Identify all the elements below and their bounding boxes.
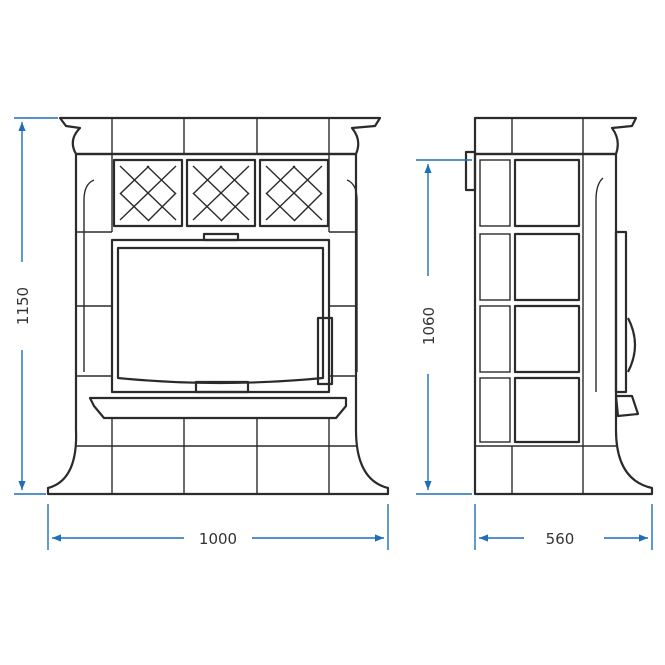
front-height-label: 1150 bbox=[14, 287, 32, 325]
front-crown bbox=[58, 116, 382, 156]
flue-collar bbox=[464, 150, 477, 192]
front-width-label: 1000 bbox=[199, 530, 237, 548]
side-view bbox=[464, 116, 654, 496]
dimension-front-width: 1000 bbox=[47, 504, 389, 550]
dimension-side-height: 1060 bbox=[416, 159, 472, 495]
lattice-panel-left bbox=[112, 158, 184, 228]
side-body bbox=[473, 152, 654, 496]
side-door-profile bbox=[614, 230, 628, 394]
side-depth-label: 560 bbox=[546, 530, 575, 548]
dimension-side-depth: 560 bbox=[474, 504, 653, 550]
door-handle bbox=[316, 316, 334, 386]
fire-door bbox=[110, 238, 334, 394]
lattice-panel-right bbox=[258, 158, 330, 228]
lattice-panel-center bbox=[185, 158, 257, 228]
dimension-front-height: 1150 bbox=[14, 117, 58, 495]
front-body bbox=[46, 152, 390, 496]
ash-ledge bbox=[88, 396, 348, 420]
side-height-label: 1060 bbox=[420, 307, 438, 345]
front-view bbox=[46, 116, 390, 496]
side-crown bbox=[473, 116, 638, 156]
side-door-handle bbox=[627, 317, 637, 373]
